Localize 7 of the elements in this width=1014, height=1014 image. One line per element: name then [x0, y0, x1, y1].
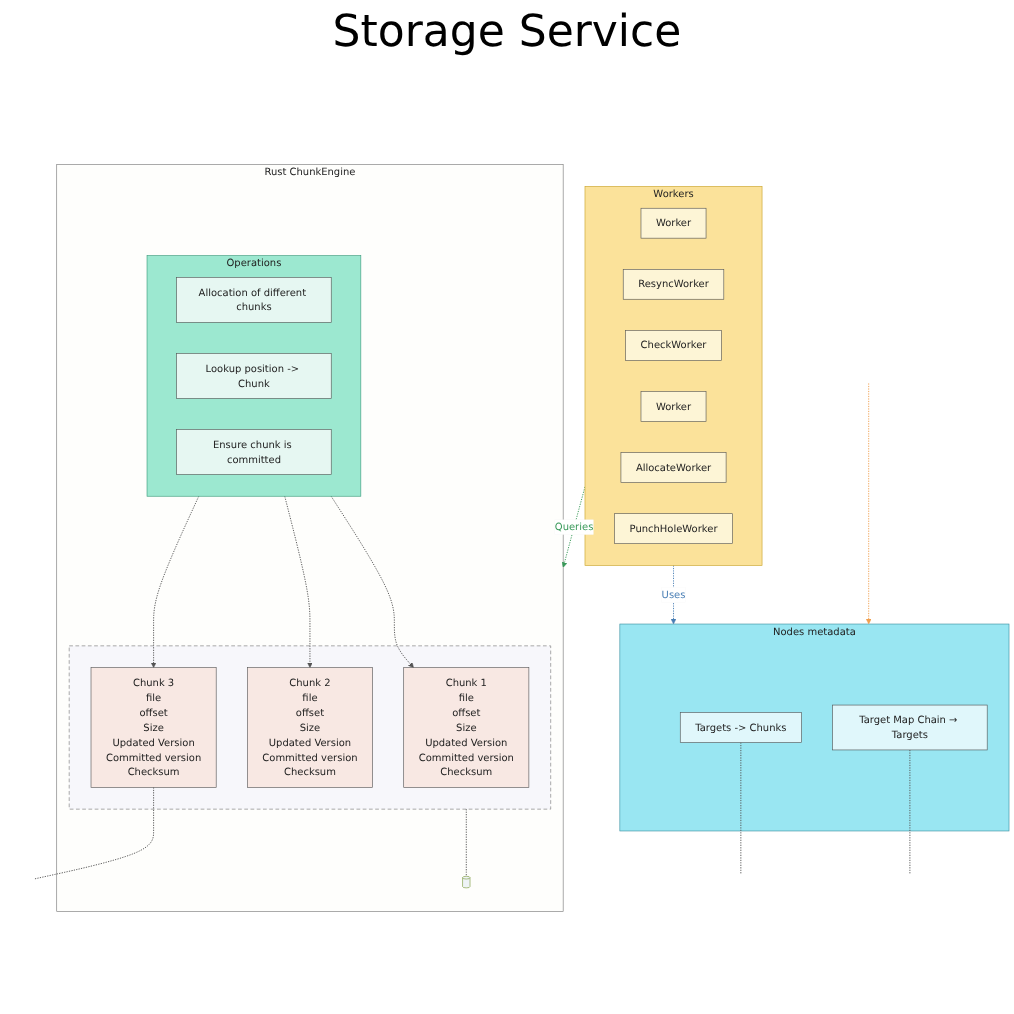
connector	[465, 808, 467, 877]
node-cylinder	[462, 876, 471, 889]
connector	[909, 749, 911, 876]
cluster	[68, 645, 551, 810]
connector	[740, 742, 742, 876]
diagram-title: Storage Service	[332, 8, 682, 58]
connector	[34, 786, 155, 880]
